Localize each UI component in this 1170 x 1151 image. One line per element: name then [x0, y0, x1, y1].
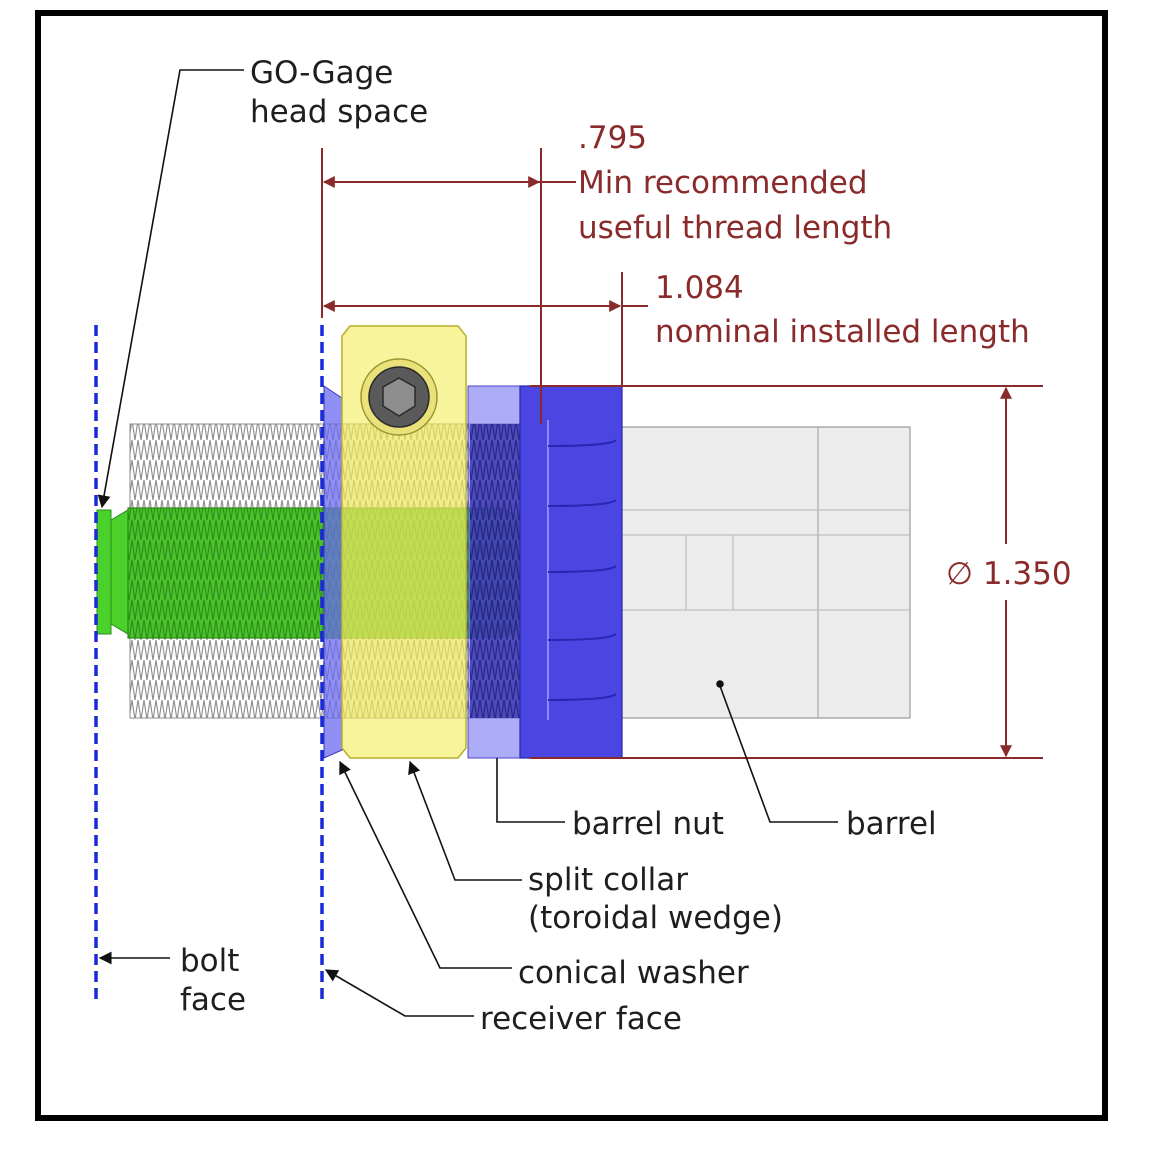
installed-length-label: nominal installed length [655, 314, 1030, 350]
dimension-lines [321, 148, 1043, 759]
barrel-nut-label: barrel nut [572, 806, 724, 842]
bolt-face-label: bolt [180, 943, 239, 979]
barrel-label: barrel [846, 806, 937, 842]
go-gage-label: GO-Gage [250, 55, 393, 91]
diameter-value: ∅ 1.350 [946, 556, 1072, 592]
thread-length-label-line2: useful thread length [578, 210, 892, 246]
barrel-nut [467, 385, 623, 759]
socket-head-cap-screw-icon [360, 358, 438, 436]
split-collar-label-line2: (toroidal wedge) [528, 900, 783, 936]
installed-length-value: 1.084 [655, 270, 744, 306]
thread-length-label: Min recommended [578, 165, 868, 201]
drawing-frame [35, 10, 1108, 1121]
receiver-face-label: receiver face [480, 1001, 682, 1037]
split-collar [341, 325, 467, 759]
split-collar-label: split collar [528, 862, 688, 898]
leader-lines [97, 69, 838, 1017]
bolt-face-label-line2: face [180, 982, 246, 1018]
go-gage-label-line2: head space [250, 94, 428, 130]
conical-washer [323, 385, 343, 759]
thread-length-value: .795 [578, 120, 647, 156]
conical-washer-label: conical washer [518, 955, 749, 991]
